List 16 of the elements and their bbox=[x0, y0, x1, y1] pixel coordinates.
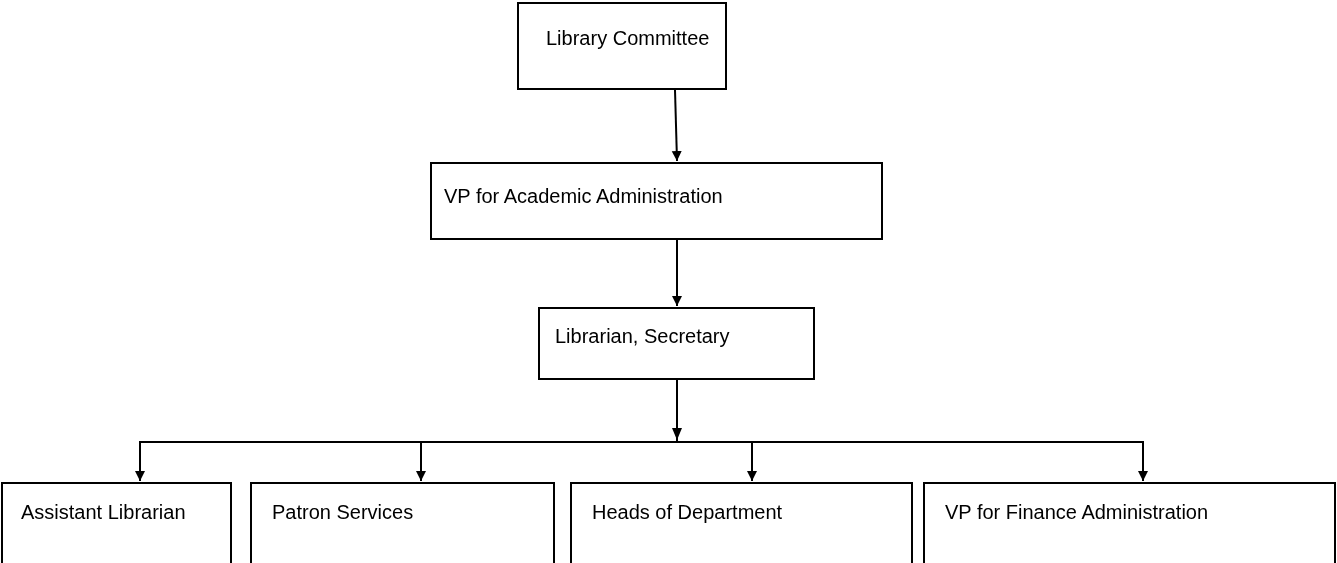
box-label: Librarian, Secretary bbox=[555, 324, 730, 348]
org-box bbox=[250, 482, 555, 563]
org-box bbox=[517, 2, 727, 90]
arrow bbox=[671, 89, 682, 162]
box-label: Assistant Librarian bbox=[21, 500, 186, 524]
org-box bbox=[538, 307, 815, 380]
box-label: VP for Academic Administration bbox=[444, 184, 723, 208]
org-box bbox=[1, 482, 232, 563]
box-label: Library Committee bbox=[546, 26, 710, 50]
box-label: Heads of Department bbox=[592, 500, 783, 524]
arrow bbox=[672, 239, 682, 307]
box-label: Patron Services bbox=[272, 500, 414, 524]
org-box bbox=[923, 482, 1336, 563]
org-box bbox=[430, 162, 883, 240]
org-box bbox=[570, 482, 913, 563]
box-label: VP for Finance Administration bbox=[945, 500, 1209, 524]
